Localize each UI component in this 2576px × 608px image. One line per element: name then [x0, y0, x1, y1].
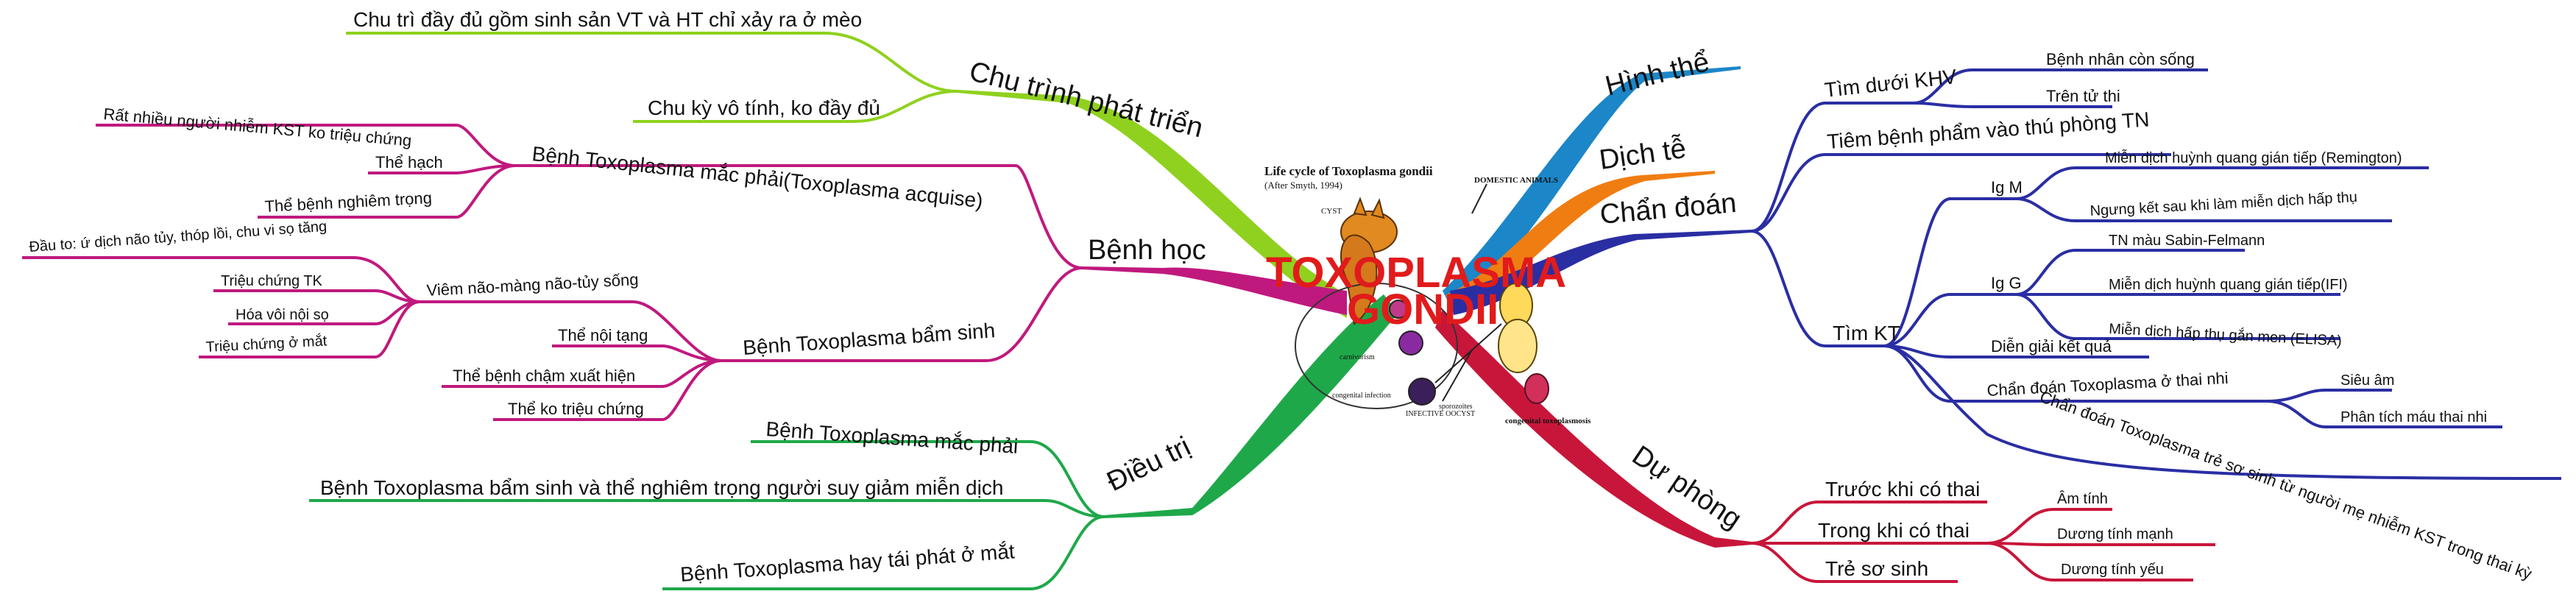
- bam-sinh-item-2[interactable]: Thể bệnh chậm xuất hiện: [453, 367, 635, 385]
- center-title-line1: TOXOPLASMA: [1266, 249, 1566, 297]
- image-source: (After Smyth, 1994): [1264, 180, 1342, 191]
- image-label-congenital-toxo: congenital toxoplasmosis: [1505, 417, 1591, 425]
- viem-nao-item-3[interactable]: Hóa vôi nội sọ: [236, 307, 329, 323]
- dieu-tri-item-3[interactable]: Bệnh Toxoplasma hay tái phát ở mắt: [679, 540, 1015, 586]
- viem-nao-item-4[interactable]: Triệu chứng ở mắt: [205, 332, 328, 356]
- branch-label-chan-doan[interactable]: Chẩn đoán: [1599, 188, 1738, 230]
- igg-label[interactable]: Ig G: [1991, 274, 2022, 292]
- branch-label-dieu-tri[interactable]: Điều trị: [1103, 431, 1196, 498]
- du-phong-trong-label[interactable]: Trong khi có thai: [1818, 519, 1970, 542]
- image-title: Life cycle of Toxoplasma gondii: [1264, 164, 1433, 178]
- dien-giai-label[interactable]: Diễn giải kết quả: [1991, 337, 2112, 356]
- chu-trinh-item-1[interactable]: Chu trì đầy đủ gồm sinh sản VT và HT chỉ…: [353, 8, 862, 31]
- du-phong-tre[interactable]: Trẻ sơ sinh: [1825, 557, 1928, 580]
- du-phong-truoc[interactable]: Trước khi có thai: [1825, 478, 1980, 501]
- tim-khv-item-1[interactable]: Bệnh nhân còn sống: [2046, 50, 2195, 68]
- dieu-tri-item-1[interactable]: Bệnh Toxoplasma mắc phải: [765, 417, 1019, 458]
- image-label-cyst: CYST: [1321, 207, 1342, 216]
- mac-phai-item-2[interactable]: Thể hạch: [375, 153, 443, 172]
- branch-chan-doan: [1450, 230, 1752, 315]
- image-label-sporozoites: sporozoites: [1439, 403, 1473, 411]
- viem-nao-item-1[interactable]: Đầu to: ứ dịch não tủy, thóp lồi, chu vi…: [29, 219, 328, 255]
- center-title-line2: GONDII: [1347, 286, 1498, 333]
- igg-item-1[interactable]: TN màu Sabin-Felmann: [2109, 233, 2265, 249]
- baby-illustration: [1524, 373, 1549, 404]
- branch-benh-hoc: [1082, 266, 1347, 315]
- bam-sinh-label[interactable]: Bệnh Toxoplasma bẩm sinh: [742, 319, 996, 359]
- dieu-tri-item-2[interactable]: Bệnh Toxoplasma bẩm sinh và thể nghiêm t…: [320, 476, 1003, 499]
- thai-nhi-label[interactable]: Chẩn đoán Toxoplasma ở thai nhi: [1986, 369, 2229, 400]
- main-branches: [957, 66, 1752, 548]
- thai-nhi-item-1[interactable]: Siêu âm: [2340, 372, 2394, 389]
- mac-phai-item-1[interactable]: Rất nhiều người nhiễm KST ko triệu chứng: [103, 105, 413, 150]
- igg-item-3[interactable]: Miễn dịch hấp thụ gắn men (ELISA): [2109, 320, 2343, 350]
- branch-label-chu-trinh[interactable]: Chu trình phát triển: [966, 56, 1206, 144]
- image-label-domestic: DOMESTIC ANIMALS: [1474, 176, 1558, 185]
- viem-nao-label[interactable]: Viêm não-màng não-tủy sống: [426, 270, 639, 300]
- bam-sinh-item-3[interactable]: Thể ko triệu chứng: [508, 400, 644, 418]
- branch-label-dich-te[interactable]: Dịch tễ: [1597, 132, 1688, 176]
- chu-trinh-item-2[interactable]: Chu kỳ vô tính, ko đầy đủ: [648, 96, 880, 119]
- tiem-label[interactable]: Tiêm bệnh phẩm vào thú phòng TN: [1826, 107, 2150, 153]
- igg-item-2[interactable]: Miễn dịch huỳnh quang gián tiếp(IFI): [2109, 276, 2348, 293]
- branch-label-du-phong[interactable]: Dự phòng: [1627, 440, 1747, 535]
- tim-kt-label[interactable]: Tìm KT: [1833, 322, 1900, 344]
- mac-phai-label[interactable]: Bệnh Toxoplasma mắc phải(Toxoplasma acqu…: [531, 142, 984, 212]
- branch-label-hinh-the[interactable]: Hình thể: [1602, 46, 1713, 102]
- image-label-oocyst: INFECTIVE OOCYST: [1406, 410, 1475, 418]
- mac-phai-item-3[interactable]: Thể bệnh nghiêm trọng: [264, 188, 432, 216]
- life-cycle-image: Life cycle of Toxoplasma gondii (After S…: [1264, 164, 1591, 425]
- viem-nao-item-2[interactable]: Triệu chứng TK: [221, 273, 323, 289]
- igm-item-1[interactable]: Miễn dịch huỳnh quang gián tiếp (Remingt…: [2105, 149, 2402, 166]
- thai-nhi-item-2[interactable]: Phân tích máu thai nhi: [2340, 409, 2487, 425]
- du-phong-trong-item-3[interactable]: Dương tính yếu: [2061, 562, 2164, 578]
- image-label-congenital-infection: congenital infection: [1332, 392, 1391, 400]
- du-phong-trong-item-1[interactable]: Âm tính: [2057, 490, 2108, 507]
- branch-dieu-tri: [1104, 294, 1398, 518]
- tim-khv-label[interactable]: Tìm dưới KHV: [1823, 65, 1958, 102]
- bam-sinh-item-1[interactable]: Thể nội tạng: [558, 326, 648, 344]
- du-phong-trong-item-2[interactable]: Dương tính mạnh: [2057, 526, 2173, 542]
- cycle-ring: [1295, 283, 1458, 409]
- igm-label[interactable]: Ig M: [1991, 178, 2023, 197]
- branch-du-phong: [1435, 309, 1752, 548]
- branch-chu-trinh: [957, 90, 1347, 318]
- branch-label-benh-hoc[interactable]: Bệnh học: [1088, 235, 1206, 266]
- image-label-carnivorism: carnivorism: [1340, 353, 1375, 361]
- tim-khv-item-2[interactable]: Trên tử thi: [2046, 87, 2120, 105]
- igm-item-2[interactable]: Ngưng kết sau khi làm miễn dịch hấp thụ: [2090, 188, 2357, 219]
- sub-branches: [22, 32, 2562, 590]
- animal-illustration: [1340, 234, 1378, 325]
